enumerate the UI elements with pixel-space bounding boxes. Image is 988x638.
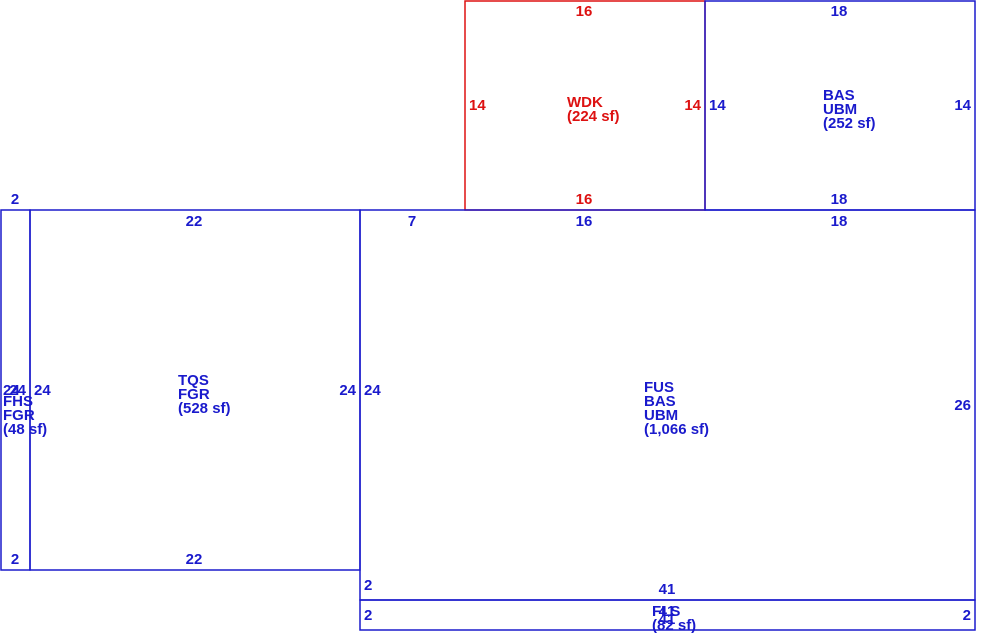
- dim-fhs-bottom: 2: [11, 551, 19, 568]
- dim-fus-right: 26: [954, 397, 971, 414]
- area-bas-upper-code: BAS: [823, 87, 855, 104]
- dim-fus-bottom: 41: [659, 581, 676, 598]
- dim-fus-left: 24: [364, 382, 381, 399]
- area-tqs: TQS FGR (528 sf) 22 22 24 24: [29, 209, 361, 571]
- area-fus-code: FUS: [644, 379, 674, 396]
- dim-fls-left: 2: [364, 607, 372, 624]
- area-bas-upper-code2: UBM: [823, 101, 857, 118]
- area-fhs-code2: FGR: [3, 407, 35, 424]
- dim-bas-upper-left: 14: [709, 97, 726, 114]
- dim-fus-top-c: 18: [831, 213, 848, 230]
- area-fus-size: (1,066 sf): [644, 421, 709, 438]
- dim-fhs-top: 2: [11, 191, 19, 208]
- dim-fls-bottom: 41: [659, 611, 676, 628]
- area-fls-code: FLS: [652, 603, 680, 620]
- area-fus-code3: UBM: [644, 407, 678, 424]
- dim-tqs-right: 24: [339, 382, 356, 399]
- dim-tqs-left: 24: [34, 382, 51, 399]
- area-tqs-size: (528 sf): [178, 400, 231, 417]
- dim-tqs-bottom: 22: [186, 551, 203, 568]
- area-wdk-code: WDK: [567, 94, 603, 111]
- area-wdk-size: (224 sf): [567, 108, 620, 125]
- area-fhs-size: (48 sf): [3, 421, 47, 438]
- area-fls-outline: [359, 599, 976, 631]
- area-fls-size: (82 sf): [652, 617, 696, 634]
- area-fls: FLS (82 sf) 41 41 2 2 2: [359, 577, 976, 634]
- dim-bas-upper-right: 14: [954, 97, 971, 114]
- area-bas-upper: BAS UBM (252 sf) 18 18 14 14: [704, 0, 976, 211]
- dim-bas-upper-top: 18: [831, 3, 848, 20]
- dim-fls-right: 2: [963, 607, 971, 624]
- dim-wdk-top: 16: [576, 3, 593, 20]
- area-tqs-code2: FGR: [178, 386, 210, 403]
- area-fus: FUS BAS UBM (1,066 sf) 7 16 18 41 24 26: [359, 209, 976, 601]
- dim-fus-top-a: 7: [408, 213, 416, 230]
- dim-fus-top-b: 16: [576, 213, 593, 230]
- area-fhs: FHS FGR (48 sf) 2 2 24 24: [0, 191, 47, 571]
- dim-wdk-right: 14: [684, 97, 701, 114]
- dim-bas-upper-bottom: 18: [831, 191, 848, 208]
- area-fhs-code: FHS: [3, 393, 33, 410]
- area-tqs-code: TQS: [178, 372, 209, 389]
- area-bas-upper-size: (252 sf): [823, 115, 876, 132]
- dim-fhs-left: 24: [3, 382, 20, 399]
- dim-wdk-bottom: 16: [576, 191, 593, 208]
- dim-fhs-right: 24: [9, 382, 26, 399]
- dim-tqs-top: 22: [186, 213, 203, 230]
- dim-fls-left-upper: 2: [364, 577, 372, 594]
- dim-fls-top: 41: [659, 603, 676, 620]
- dim-wdk-left: 14: [469, 97, 486, 114]
- area-wdk: WDK (224 sf) 16 16 14 14: [464, 0, 706, 211]
- area-fus-code2: BAS: [644, 393, 676, 410]
